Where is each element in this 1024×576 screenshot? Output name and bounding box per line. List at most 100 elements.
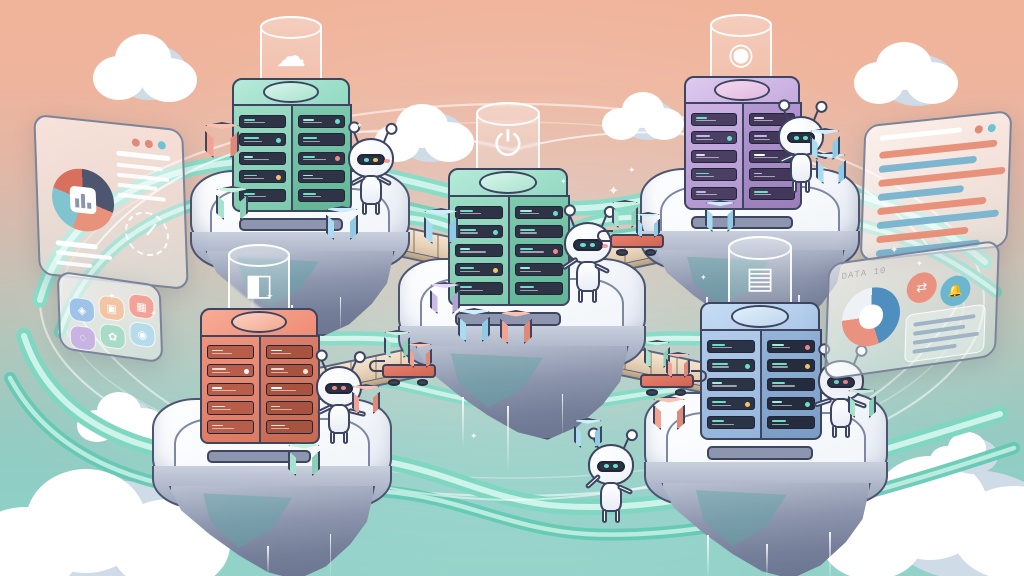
app-grid-panel[interactable]: ◈ ▣ ▦ ◌ ✿ ◉: [56, 270, 164, 364]
list-row[interactable]: [879, 139, 998, 159]
robot-leg-left: [578, 289, 584, 304]
cart-upper-right[interactable]: [597, 228, 664, 256]
robot-eye-right: [340, 386, 347, 391]
robot-eye-left: [793, 135, 800, 140]
cart-body: [610, 233, 664, 249]
robot-leg-left: [791, 179, 797, 193]
sparkle: ✦: [916, 259, 923, 268]
robot-leg-left: [601, 509, 607, 524]
rack-front-face: [700, 329, 763, 440]
robot-body: [576, 261, 600, 293]
rack-salmon-lower-left[interactable]: ◧: [200, 244, 321, 464]
cube-purple-center-left: [430, 282, 460, 314]
robot-eye-right: [372, 157, 379, 162]
robot-eye-left: [833, 380, 840, 385]
rack-foot: [239, 218, 343, 232]
cart-cargo-cube-a: [612, 200, 638, 228]
robot-cheek: [602, 243, 609, 249]
robot-body: [359, 175, 383, 205]
gauge-icon: [124, 209, 170, 259]
robot-upper-left[interactable]: [348, 126, 394, 215]
gear-icon[interactable]: ✿: [99, 322, 127, 351]
window-dot-2: [144, 139, 153, 149]
window-dot-1: [974, 125, 983, 134]
cube-float-salmon-upper-left: [205, 122, 239, 158]
robot-bottom-center[interactable]: [584, 432, 634, 524]
robot-eye-right: [589, 242, 596, 248]
cart-lower-right[interactable]: [640, 368, 707, 396]
cart-wheel-right: [644, 249, 657, 256]
sparkle: ✦: [652, 195, 659, 204]
cart-cargo-cube-c: [384, 330, 410, 358]
stats-subpanel: [904, 303, 986, 364]
robot-eye-right: [802, 135, 809, 140]
robot-leg-left: [329, 431, 335, 445]
sync-icon[interactable]: ⇄: [906, 270, 938, 305]
cube-held-lower-left[interactable]: [352, 384, 380, 414]
robot-leg-right: [374, 201, 380, 215]
cart-lower-left[interactable]: [369, 358, 436, 386]
cart-wheel-left: [616, 249, 629, 256]
tag-icon[interactable]: ◌: [69, 324, 97, 353]
cart-cargo-cube-b: [636, 212, 660, 238]
cube-mint-island-lower-left: [288, 442, 320, 476]
list-row[interactable]: [876, 226, 969, 244]
sparkle: ✦: [108, 291, 116, 301]
bar-chart-icon: [69, 185, 97, 215]
window-dots: [131, 138, 166, 150]
rack-mint-upper-left[interactable]: ☁: [232, 16, 353, 232]
cube-icon: ◧: [244, 268, 274, 302]
cart-handle: [369, 359, 386, 372]
rack-side-face: [259, 334, 321, 445]
status-donut-chart: [840, 283, 901, 351]
cube-held-bottom-center[interactable]: [574, 418, 602, 448]
cart-wheel-right: [674, 389, 687, 396]
robot-visor: [826, 376, 856, 388]
robot-visor: [573, 239, 603, 251]
robot-visor: [356, 154, 386, 166]
robot-leg-left: [831, 425, 837, 439]
bell-icon[interactable]: 🔔: [939, 273, 971, 309]
sparkle: ✦: [356, 121, 363, 130]
robot-eye-right: [612, 464, 619, 469]
rack-front-face: [684, 102, 745, 211]
robot-eye-left: [603, 464, 610, 469]
robot-visor: [786, 132, 816, 144]
robot-leg-right: [804, 179, 810, 193]
robot-leg-right: [844, 425, 850, 439]
sparkle: ✦: [266, 291, 274, 301]
rack-blue-lower-right[interactable]: ▤: [700, 236, 823, 460]
robot-eye-left: [363, 157, 370, 162]
power-icon: ⏻: [494, 124, 522, 163]
leaf-icon[interactable]: ◈: [68, 296, 96, 324]
rack-front-face: [200, 334, 262, 445]
list-row[interactable]: [877, 185, 965, 202]
robot-leg-left: [361, 201, 367, 215]
robot-visor: [324, 382, 354, 394]
cart-wheel-right: [416, 379, 429, 386]
cube-blue-center-bottom: [458, 308, 490, 342]
cart-handle: [597, 229, 614, 242]
rack-lid: [230, 310, 288, 334]
rack-side-face: [291, 104, 353, 213]
robot-eye-right: [842, 380, 849, 385]
robot-body: [327, 404, 351, 435]
robot-upper-right[interactable]: [778, 104, 829, 193]
cloud-icon: ☁: [276, 39, 306, 73]
analytics-dashboard-panel[interactable]: [33, 113, 189, 291]
robot-center[interactable]: [561, 209, 612, 304]
cart-wheel-left: [646, 389, 659, 396]
rack-side-face: [508, 195, 571, 306]
task-list-panel[interactable]: [859, 109, 1013, 263]
rack-foot: [690, 216, 794, 230]
cube-purple-island-upper-right: [705, 200, 735, 232]
robot-leg-right: [614, 509, 620, 524]
sparkle: ✦: [890, 245, 899, 256]
window-dot-2: [987, 123, 996, 133]
robot-leg-right: [342, 431, 348, 445]
refresh-icon[interactable]: ◉: [129, 320, 156, 349]
cube-salmon-center-right: [500, 310, 532, 344]
rack-mint-center[interactable]: ⏻: [448, 102, 571, 326]
cube-held-lower-right[interactable]: [848, 388, 876, 418]
cube-salmon-bridge-lower: [653, 396, 685, 430]
